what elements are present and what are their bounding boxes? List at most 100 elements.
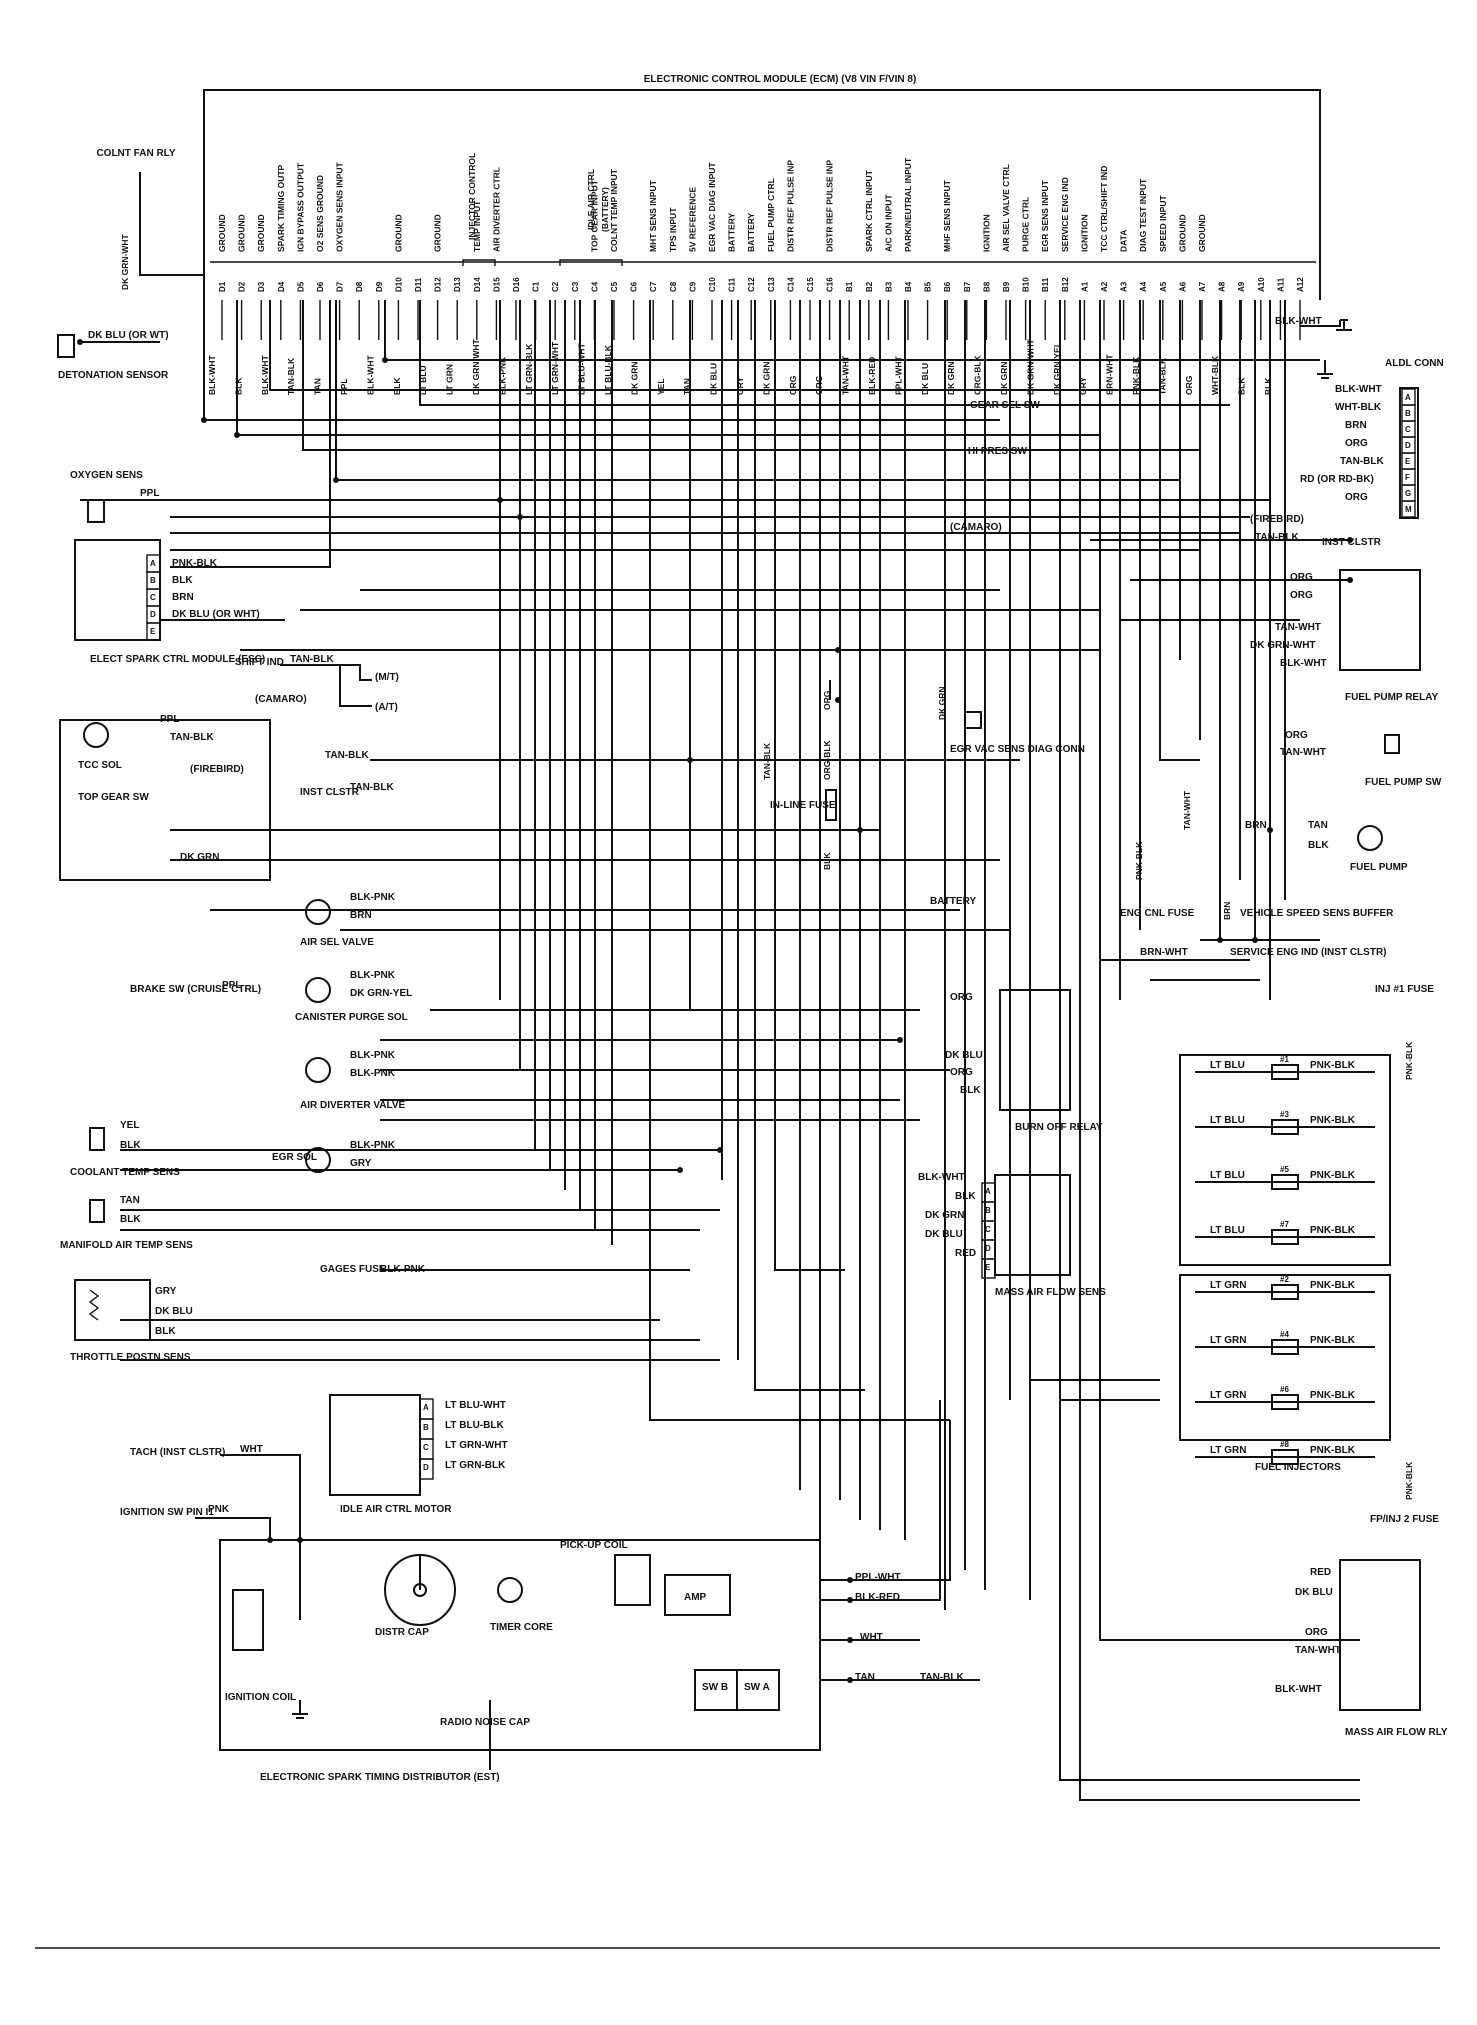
air-sel-valve-label: AIR SEL VALVE: [300, 937, 374, 948]
idle-wire-2: LT BLU-BLK: [445, 1420, 504, 1431]
ecm-pin-function: OXYGEN SENS INPUT: [335, 161, 345, 252]
ecm-pin-function: SPARK CTRL INPUT: [864, 169, 874, 252]
ecm-pin-function: EGR SENS INPUT: [1040, 179, 1050, 252]
throttle-posn: GRY DK BLU BLK THROTTLE POSTN SENS: [70, 1279, 193, 1363]
inst-clstr-org-2: ORG: [1290, 590, 1313, 601]
injector: [1271, 1284, 1299, 1300]
injector-wire-pnk-blk: PNK-BLK: [1310, 1115, 1356, 1126]
fuel-injectors-label: FUEL INJECTORS: [1255, 1462, 1341, 1473]
inline-fuse: ORG ORG-BLK IN-LINE FUSE BLK TAN-BLK BAT…: [762, 690, 976, 907]
injector: [1271, 1394, 1299, 1410]
service-eng-label: SERVICE ENG IND (INST CLSTR): [1230, 947, 1387, 958]
injector-wire-color: LT BLU: [1210, 1225, 1245, 1236]
ecm-wire-label: TAN-BLK: [1157, 357, 1167, 395]
ecm-wire-label: DK GRN: [999, 361, 1009, 395]
detonation-sensor-label: DETONATION SENSOR: [58, 370, 169, 381]
fuel-pump-sw-wire-2: TAN-WHT: [1280, 747, 1326, 758]
fuel-pump-wire-blk: BLK: [1308, 840, 1329, 851]
colnt-fan-wire: DK GRN-WHT: [120, 233, 130, 290]
connector-pin-cell: [1401, 500, 1416, 518]
ecm-wire-label: DK GRN: [946, 361, 956, 395]
burn-off-relay: ORG DK BLU ORG BLK BURN OFF RELAY: [945, 989, 1103, 1133]
ecm-pin: D3: [257, 281, 266, 292]
ecm-pin: C14: [786, 277, 795, 292]
inline-wire-org: ORG: [822, 690, 832, 710]
ecm-pin: D1: [218, 281, 227, 292]
ecm-pin: B2: [865, 281, 874, 292]
ecm-pin: C13: [767, 277, 776, 292]
brake-sw: BRAKE SW (CRUISE CTRL) PPL: [130, 980, 261, 995]
injector-number: #2: [1280, 1275, 1289, 1284]
injector-wire-pnk-blk: PNK-BLK: [1310, 1335, 1356, 1346]
coolant-wire-blk: BLK: [120, 1140, 141, 1151]
gear-sel-sw-label: GEAR SEL SW: [970, 400, 1040, 411]
junction-dots: [201, 357, 1353, 1683]
injector: [1271, 1449, 1299, 1465]
canister-purge: BLK-PNK DK GRN-YEL CANISTER PURGE SOL: [295, 970, 412, 1023]
ecm-pin-function: TPS INPUT: [668, 207, 678, 252]
sw-a-label: SW A: [744, 1682, 770, 1693]
gear-sel-sw: GEAR SEL SW HI PRES SW (CAMARO): [950, 400, 1040, 533]
ecm-pin: C12: [747, 277, 756, 292]
ignition-coil-label: IGNITION COIL: [225, 1692, 296, 1703]
ecm-pin-function: BATTERY: [746, 212, 756, 252]
radio-noise-cap-label: RADIO NOISE CAP: [440, 1717, 530, 1728]
pnk-blk-inj2: PNK-BLK: [1404, 1461, 1414, 1500]
ecm-pin: A6: [1178, 281, 1187, 292]
tan-blk-mid: TAN-BLK: [325, 750, 369, 761]
ecm-pin-function: SERVICE ENG IND: [1060, 177, 1070, 252]
burn-off-wire-org: ORG: [950, 992, 973, 1003]
ecm-pin: D15: [492, 277, 501, 292]
vss-buffer-label: VEHICLE SPEED SENS BUFFER: [1240, 908, 1394, 919]
tach: TACH (INST CLSTR) WHT: [130, 1444, 301, 1620]
connector-pin: C: [150, 593, 156, 602]
oxygen-sens-label: OXYGEN SENS: [70, 470, 143, 481]
fuel-pump-relay: TAN-WHT DK GRN-WHT BLK-WHT FUEL PUMP REL…: [1250, 569, 1438, 703]
injector: [1271, 1119, 1299, 1135]
ecm-pin-function: A/C ON INPUT: [883, 194, 893, 252]
ecm-pin: C11: [728, 277, 737, 292]
ecm-pin-function: TCC CTRL/SHIFT IND: [1099, 166, 1109, 252]
ecm-wire-label: DK BLU: [709, 363, 719, 395]
gages-fuse: GAGES FUSE BLK-PNK: [320, 1264, 426, 1275]
ecm-wire-label: BLK: [1263, 377, 1273, 395]
connector-pin: F: [1405, 473, 1410, 482]
fuel-pump-sw: ORG TAN-WHT FUEL PUMP SW: [1280, 730, 1442, 788]
idle-wire-3: LT GRN-WHT: [445, 1440, 508, 1451]
ecm-pin-function: COLNT TEMP INPUT: [609, 168, 619, 252]
ecm-pin-function: GROUND: [393, 214, 403, 252]
air-diverter: BLK-PNK BLK-PNK AIR DIVERTER VALVE: [300, 1050, 406, 1111]
ecm-pin: C2: [551, 281, 560, 292]
top-gear-sw-label: TOP GEAR SW: [78, 792, 149, 803]
maf-wire-3: DK GRN: [925, 1210, 964, 1221]
egr-vac-conn: DK GRN EGR VAC SENS DIAG CONN: [937, 686, 1085, 755]
ecm-pin-function: GROUND: [256, 214, 266, 252]
ecm-pin: D4: [277, 281, 286, 292]
injector-wire-color: LT BLU: [1210, 1060, 1245, 1071]
ecm-pin: C5: [610, 281, 619, 292]
injector-wire-color: LT GRN: [1210, 1445, 1246, 1456]
tan-blk-inst-right: TAN-BLK: [1255, 532, 1299, 543]
at-label: (A/T): [375, 702, 398, 713]
connector-pin-cell: [146, 622, 161, 641]
fuel-pump-wire-tan: TAN: [1308, 820, 1328, 831]
ecm-pin: D12: [434, 277, 443, 292]
maf-wire-1: BLK-WHT: [918, 1172, 965, 1183]
brake-wire: PPL: [222, 980, 241, 991]
manifold-air-label: MANIFOLD AIR TEMP SENS: [60, 1240, 193, 1251]
diagram-title: ELECTRONIC CONTROL MODULE (ECM) (V8 VIN …: [644, 74, 917, 85]
connector-pin-cell: [419, 1458, 434, 1480]
injector-control-label: INJECTOR CONTROL: [467, 153, 477, 240]
manifold-wire-blk: BLK: [120, 1214, 141, 1225]
canister-purge-label: CANISTER PURGE SOL: [295, 1012, 408, 1023]
aldl-wire-5: TAN-BLK: [1340, 456, 1384, 467]
ecm-wire-label: LT BLU-WHT: [577, 342, 587, 395]
blk-wht-top: BLK-WHT: [1275, 316, 1322, 327]
burn-off-relay-label: BURN OFF RELAY: [1015, 1122, 1103, 1133]
injector: [1271, 1064, 1299, 1080]
connector-pin: D: [150, 610, 156, 619]
ecm-pin: C8: [669, 281, 678, 292]
